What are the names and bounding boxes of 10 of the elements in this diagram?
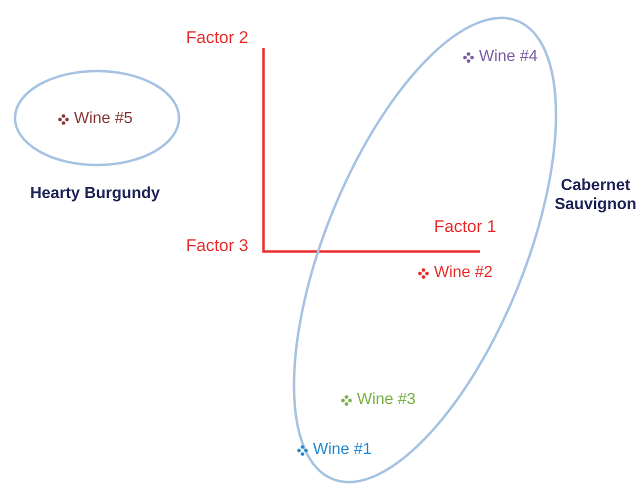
point-label: Wine #1 bbox=[313, 442, 372, 458]
point-label: Wine #3 bbox=[357, 392, 416, 408]
point-label: Wine #4 bbox=[479, 49, 538, 65]
group-label: Cabernet Sauvignon bbox=[554, 176, 638, 214]
axis-label: Factor 2 bbox=[186, 28, 248, 48]
point-label: Wine #2 bbox=[434, 265, 493, 281]
group-label: Hearty Burgundy bbox=[30, 184, 160, 203]
axis-label: Factor 1 bbox=[434, 217, 496, 237]
axis-label: Factor 3 bbox=[186, 236, 248, 256]
point-label: Wine #5 bbox=[74, 111, 133, 127]
